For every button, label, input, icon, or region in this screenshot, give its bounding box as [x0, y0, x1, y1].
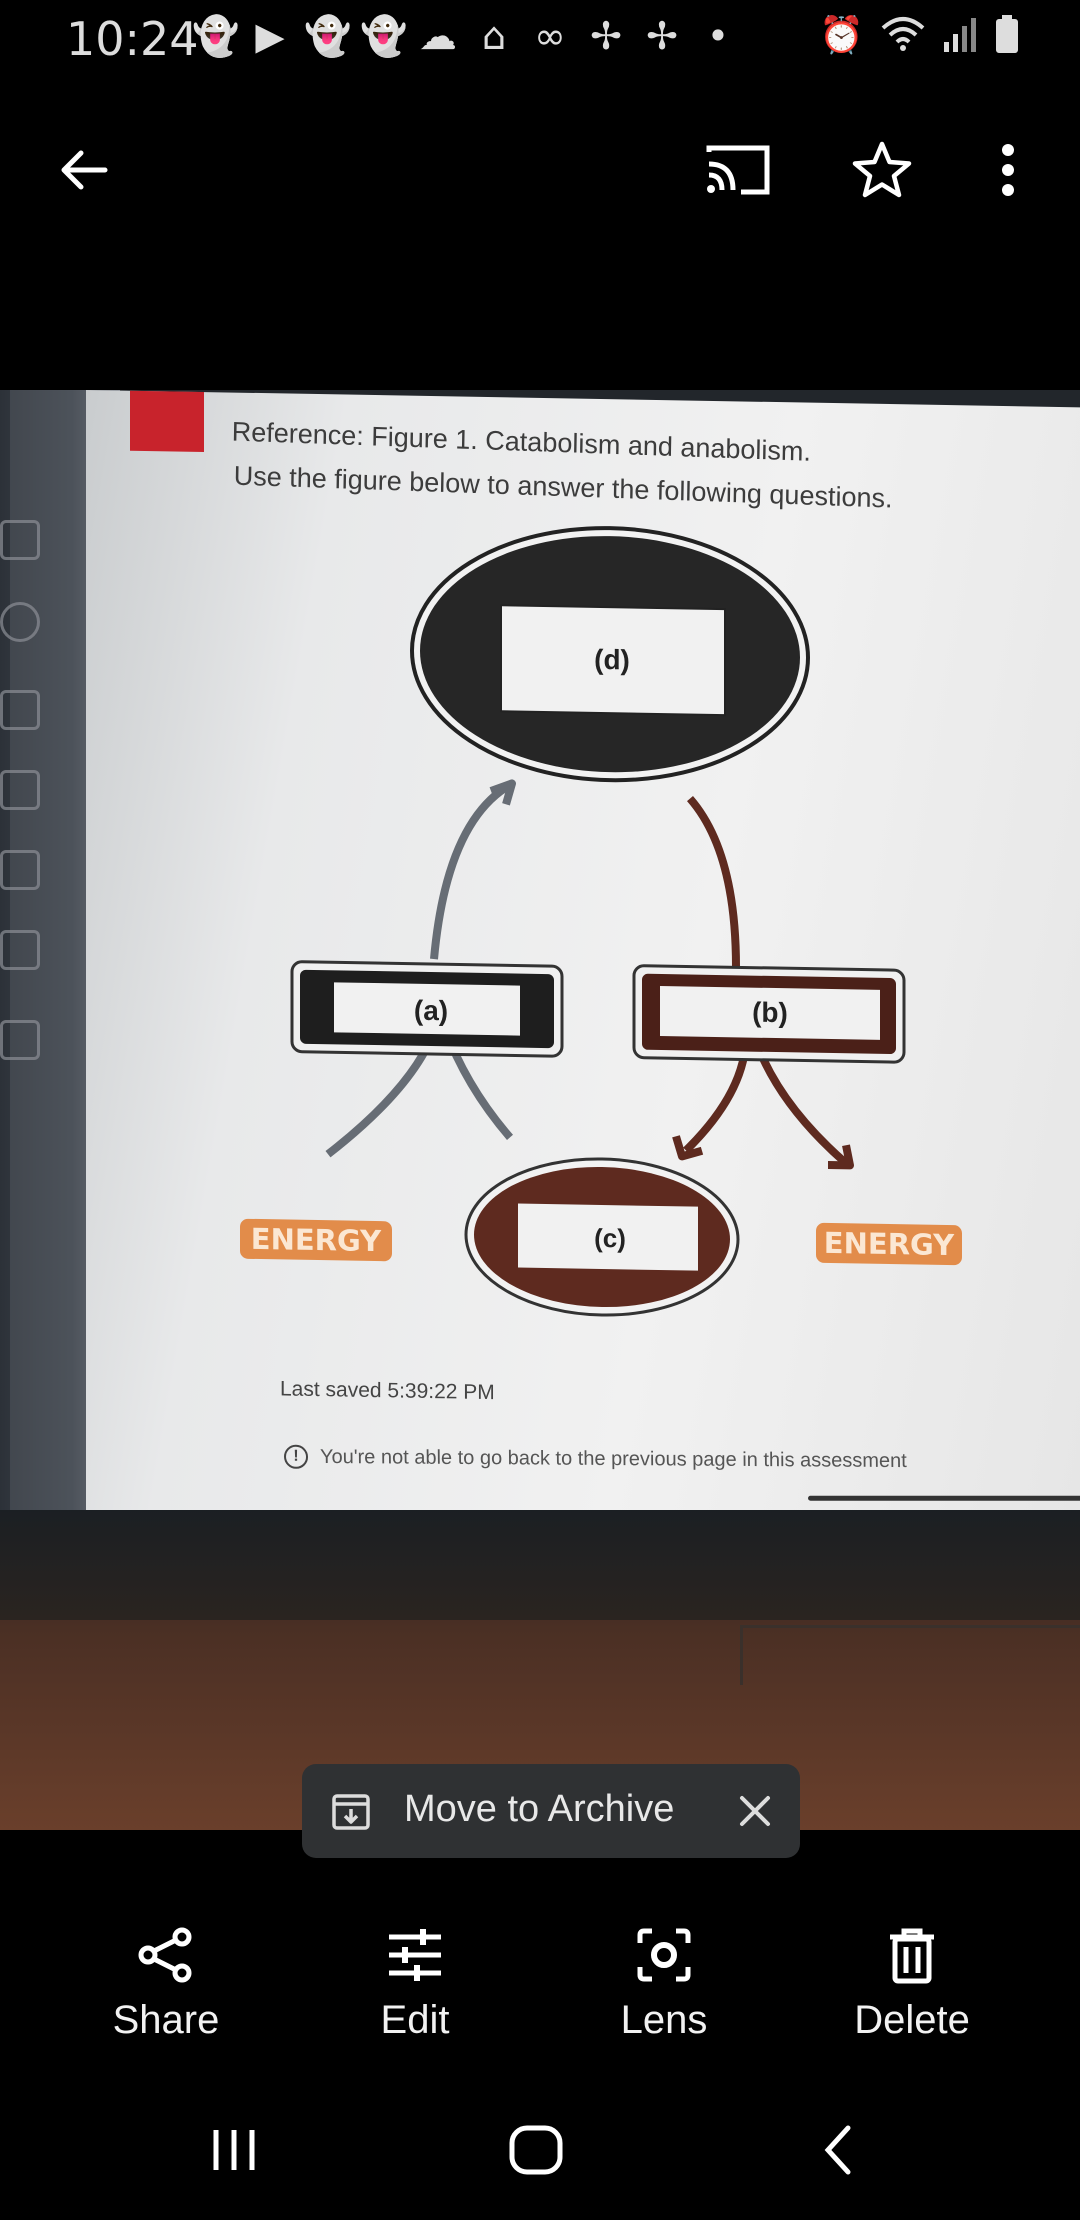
delete-label: Delete — [854, 1998, 970, 2042]
energy-label-right: ENERGY — [824, 1226, 955, 1262]
edit-icon — [0, 1020, 40, 1060]
laptop-bezel — [0, 1510, 1080, 1620]
battery-icon — [994, 14, 1020, 58]
globe-icon — [0, 602, 40, 642]
home-button[interactable] — [476, 2100, 596, 2200]
photo-viewer[interactable]: Reference: Figure 1. Catabolism and anab… — [0, 390, 1080, 1830]
system-icons: ⏰ — [819, 14, 1020, 58]
system-back-button[interactable] — [778, 2100, 898, 2200]
notification-icons: 👻 ▶ 👻 👻 ☁ ⌂ ∞ ✢ ✢ • — [192, 14, 740, 58]
more-vert-icon — [1002, 144, 1014, 196]
recents-icon — [213, 2130, 255, 2170]
laptop-screen: Reference: Figure 1. Catabolism and anab… — [86, 390, 1080, 1528]
cast-button[interactable] — [688, 120, 788, 220]
label-a: (a) — [414, 995, 448, 1027]
archive-icon — [332, 1794, 370, 1830]
status-time: 10:24 — [66, 12, 199, 66]
snapchat-icon: 👻 — [360, 14, 408, 58]
close-icon — [740, 1796, 770, 1826]
signal-icon — [942, 14, 978, 58]
favorite-button[interactable] — [832, 120, 932, 220]
lens-label: Lens — [620, 1998, 708, 2042]
cast-icon — [706, 145, 770, 195]
share-icon — [138, 1927, 192, 1983]
pinwheel-icon: ✢ — [646, 14, 678, 58]
delete-button[interactable]: Delete — [812, 1920, 1012, 2070]
document-icon — [0, 930, 40, 970]
youtube-icon: ▶ — [255, 14, 285, 58]
cloud-icon: ☁ — [419, 14, 457, 58]
home-icon: ⌂ — [481, 14, 507, 58]
info-icon: ! — [283, 1444, 309, 1469]
top-app-bar — [0, 120, 1080, 220]
lens-icon — [637, 1928, 691, 1982]
grid-icon — [0, 770, 40, 810]
move-to-archive-label[interactable]: Move to Archive — [404, 1788, 675, 1830]
label-c: (c) — [594, 1223, 626, 1254]
laptop-lip — [740, 1625, 1080, 1685]
snapchat-icon: 👻 — [304, 14, 352, 58]
label-b: (b) — [752, 997, 788, 1029]
share-label: Share — [112, 1998, 220, 2042]
last-saved-text: Last saved 5:39:22 PM — [280, 1377, 495, 1405]
dot-icon: • — [706, 14, 730, 58]
arrow-left-icon — [61, 150, 108, 190]
laptop-sidebar-shade — [10, 390, 88, 1510]
energy-label-left: ENERGY — [251, 1222, 382, 1258]
recents-button[interactable] — [174, 2100, 294, 2200]
nav-back-icon — [824, 2125, 851, 2175]
archive-snackbar[interactable]: Move to Archive — [302, 1764, 800, 1858]
page-progress-bar — [807, 1495, 1080, 1501]
edit-label: Edit — [380, 1998, 450, 2042]
trash-icon — [890, 1928, 934, 1984]
bottom-actions: Share Edit Lens Delete — [0, 1920, 1080, 2070]
home-button-icon — [509, 2125, 563, 2175]
star-outline-icon — [852, 141, 912, 198]
voicemail-icon: ∞ — [534, 14, 566, 58]
warning-message: ! You're not able to go back to the prev… — [283, 1444, 907, 1473]
label-d: (d) — [594, 644, 630, 676]
warning-text: You're not able to go back to the previo… — [319, 1445, 907, 1472]
back-button[interactable] — [34, 120, 134, 220]
mail-icon — [0, 850, 40, 890]
person-icon — [0, 520, 40, 560]
snapchat-icon: 👻 — [192, 14, 240, 58]
alarm-icon: ⏰ — [819, 15, 864, 56]
calendar-icon — [0, 690, 40, 730]
wifi-icon — [880, 14, 926, 58]
more-options-button[interactable] — [958, 120, 1058, 220]
snackbar-close-button[interactable] — [730, 1786, 780, 1836]
lens-button[interactable]: Lens — [564, 1920, 764, 2070]
status-bar: 10:24 👻 ▶ 👻 👻 ☁ ⌂ ∞ ✢ ✢ • ⏰ — [0, 0, 1080, 76]
catabolism-anabolism-figure: (d) (a) (b) (c) — [240, 526, 962, 1317]
sliders-icon — [389, 1929, 441, 1981]
share-button[interactable]: Share — [66, 1920, 266, 2070]
system-navigation-bar — [0, 2100, 1080, 2200]
edit-button[interactable]: Edit — [315, 1920, 515, 2070]
pinwheel-icon: ✢ — [590, 14, 622, 58]
